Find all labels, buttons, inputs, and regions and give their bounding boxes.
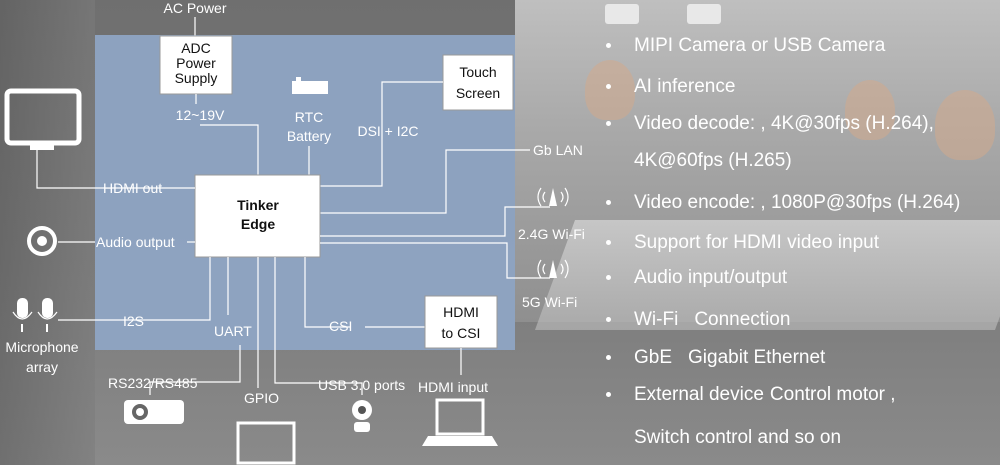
adc-power-supply-box — [159, 35, 233, 95]
touch-label: Touch — [459, 64, 496, 80]
csi-label: CSI — [329, 318, 352, 334]
webcam-icon — [352, 400, 372, 432]
hdmi-out-label: HDMI out — [103, 180, 162, 196]
adc-label: Supply — [175, 70, 218, 86]
mic-label: array — [26, 359, 58, 375]
gpio-label: GPIO — [244, 390, 279, 406]
person-silhouette — [935, 90, 995, 160]
monitor-icon — [4, 88, 82, 146]
dsi-i2c-label: DSI + I2C — [357, 123, 418, 139]
bullet-icon — [606, 200, 611, 205]
bullet-icon — [606, 317, 611, 322]
rtc-label: RTC — [295, 109, 324, 125]
hdmi-to-csi-box — [424, 295, 498, 349]
tinker-edge-label: Tinker — [237, 197, 279, 213]
rtc-battery-icon — [296, 77, 301, 81]
connector — [200, 124, 259, 175]
bullet-icon — [606, 275, 611, 280]
connector — [36, 150, 195, 189]
touch-screen-box — [442, 54, 514, 111]
ceiling-camera-icon — [687, 4, 721, 24]
i2s-label: I2S — [123, 313, 144, 329]
uart-label: UART — [214, 323, 252, 339]
connector — [320, 81, 443, 187]
mic-label: Microphone — [5, 339, 78, 355]
microphone-icon — [12, 298, 58, 332]
usb-label: USB 3.0 ports — [318, 377, 405, 393]
tinker-edge-box — [194, 174, 321, 258]
audio-output-label: Audio output — [96, 234, 175, 250]
hdmi-csi-label: HDMI — [443, 304, 479, 320]
laptop-icon — [422, 398, 498, 446]
rs232-label: RS232/RS485 — [108, 375, 198, 391]
bullet-icon — [606, 392, 611, 397]
connector — [320, 206, 550, 237]
background-photo-left — [0, 0, 95, 465]
connector — [149, 345, 241, 395]
projector-icon — [124, 400, 184, 424]
bullet-icon — [606, 84, 611, 89]
wifi-antenna-icon — [537, 259, 569, 279]
connector — [320, 149, 530, 214]
connector — [320, 242, 550, 279]
connector — [304, 257, 350, 328]
person-silhouette — [585, 60, 635, 120]
speaker-icon — [37, 236, 47, 246]
touch-label: Screen — [456, 85, 500, 101]
adc-label: Power — [176, 55, 216, 71]
monitor-icon — [30, 143, 54, 150]
ceiling-camera-icon — [605, 4, 639, 24]
hdmi-csi-label: to CSI — [442, 325, 481, 341]
hdmi-input-label: HDMI input — [418, 379, 488, 395]
adc-label: ADC — [181, 40, 211, 56]
bullet-icon — [606, 240, 611, 245]
connector — [274, 257, 363, 395]
gb-lan-label: Gb LAN — [533, 142, 583, 158]
rtc-battery-icon — [292, 81, 328, 94]
ac-power-label: AC Power — [163, 0, 226, 16]
voltage-label: 12~19V — [176, 107, 225, 123]
projection-screen-icon — [236, 421, 296, 465]
speaker-icon — [27, 226, 57, 256]
wifi-5-label: 5G Wi-Fi — [522, 294, 577, 310]
tinker-edge-label: Edge — [241, 216, 275, 232]
background-photo-meeting-room — [515, 0, 1000, 330]
wifi-antenna-icon — [537, 187, 569, 207]
bullet-icon — [606, 43, 611, 48]
person-silhouette — [845, 80, 895, 140]
rtc-label: Battery — [287, 128, 331, 144]
connector — [58, 257, 211, 321]
bullet-icon — [606, 121, 611, 126]
bullet-icon — [606, 355, 611, 360]
wifi-24-label: 2.4G Wi-Fi — [518, 226, 585, 242]
